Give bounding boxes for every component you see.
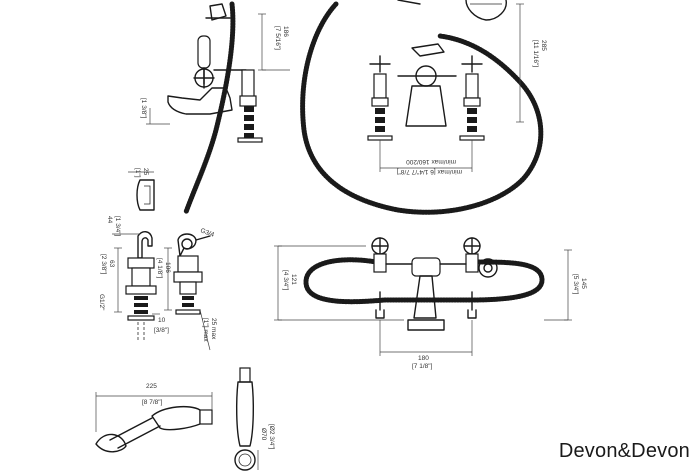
dim-valve-w-b: [1 3/4"] xyxy=(114,216,121,237)
dim-side-top-a: [7 5/16"] xyxy=(274,26,281,50)
dim-valve2-b: 106 xyxy=(164,262,171,273)
dim-hand-b: [8 7/8"] xyxy=(142,399,163,406)
dim-front-h-b: 121 xyxy=(290,274,297,285)
dim-front-w-a: 180 xyxy=(418,355,429,362)
dim-right-h-b: 145 xyxy=(580,278,587,289)
dim-dia-a: Ø70 xyxy=(260,428,267,441)
dim-clip-b: 25 xyxy=(142,168,149,176)
dim-shank-max-b: 25 max xyxy=(210,318,217,340)
dim-shank-a: 10 xyxy=(158,317,166,324)
dim-dia-b: [Ø2 3/4"] xyxy=(268,424,275,450)
dim-hand-a: 225 xyxy=(146,383,157,390)
dim-valve-h-a: [2 3/8"] xyxy=(100,254,107,275)
dim-clip-a: [1"] xyxy=(134,168,141,178)
dim-shank-max-a: [1"] max xyxy=(202,318,209,342)
dim-front-h-a: [4 3/4"] xyxy=(282,270,289,291)
dim-left-small: [1 3/8"] xyxy=(140,98,147,119)
hand-shower-front xyxy=(234,367,259,471)
dim-minmax-a: min/max 160/200 xyxy=(406,158,456,165)
dim-valve-w-a: 44 xyxy=(106,216,113,224)
valve-detail-left xyxy=(112,231,160,342)
dim-side-top-b: 186 xyxy=(282,26,289,37)
dimension-labels: [7 5/16"] 186 [11 1/16"] 285 min/max 160… xyxy=(98,26,587,450)
brand-logo-text: Devon&Devon xyxy=(558,440,690,462)
dim-right-h-a: [5 3/4"] xyxy=(572,274,579,295)
dim-valve-h-b: 63 xyxy=(108,260,115,268)
side-view-mixer xyxy=(146,1,290,215)
dim-tall-a: [11 1/16"] xyxy=(532,40,539,67)
plan-view-with-hose xyxy=(300,0,544,215)
hand-shower-side xyxy=(95,392,213,453)
dim-thread-a: G1/2" xyxy=(98,294,105,311)
clip-detail xyxy=(128,171,155,211)
dim-valve2-a: [4 1/8"] xyxy=(156,258,163,279)
dim-tall-b: 285 xyxy=(540,40,547,51)
front-elevation xyxy=(274,237,572,356)
dim-front-w-b: [7 1/8"] xyxy=(412,363,433,370)
dim-shank-b: [3/8"] xyxy=(154,327,169,334)
valve-detail-right xyxy=(164,233,211,351)
dim-minmax-b: min/max [6 1/4"/7 7/8"] xyxy=(396,168,462,175)
dim-thread-b: G3/4 xyxy=(199,227,215,239)
